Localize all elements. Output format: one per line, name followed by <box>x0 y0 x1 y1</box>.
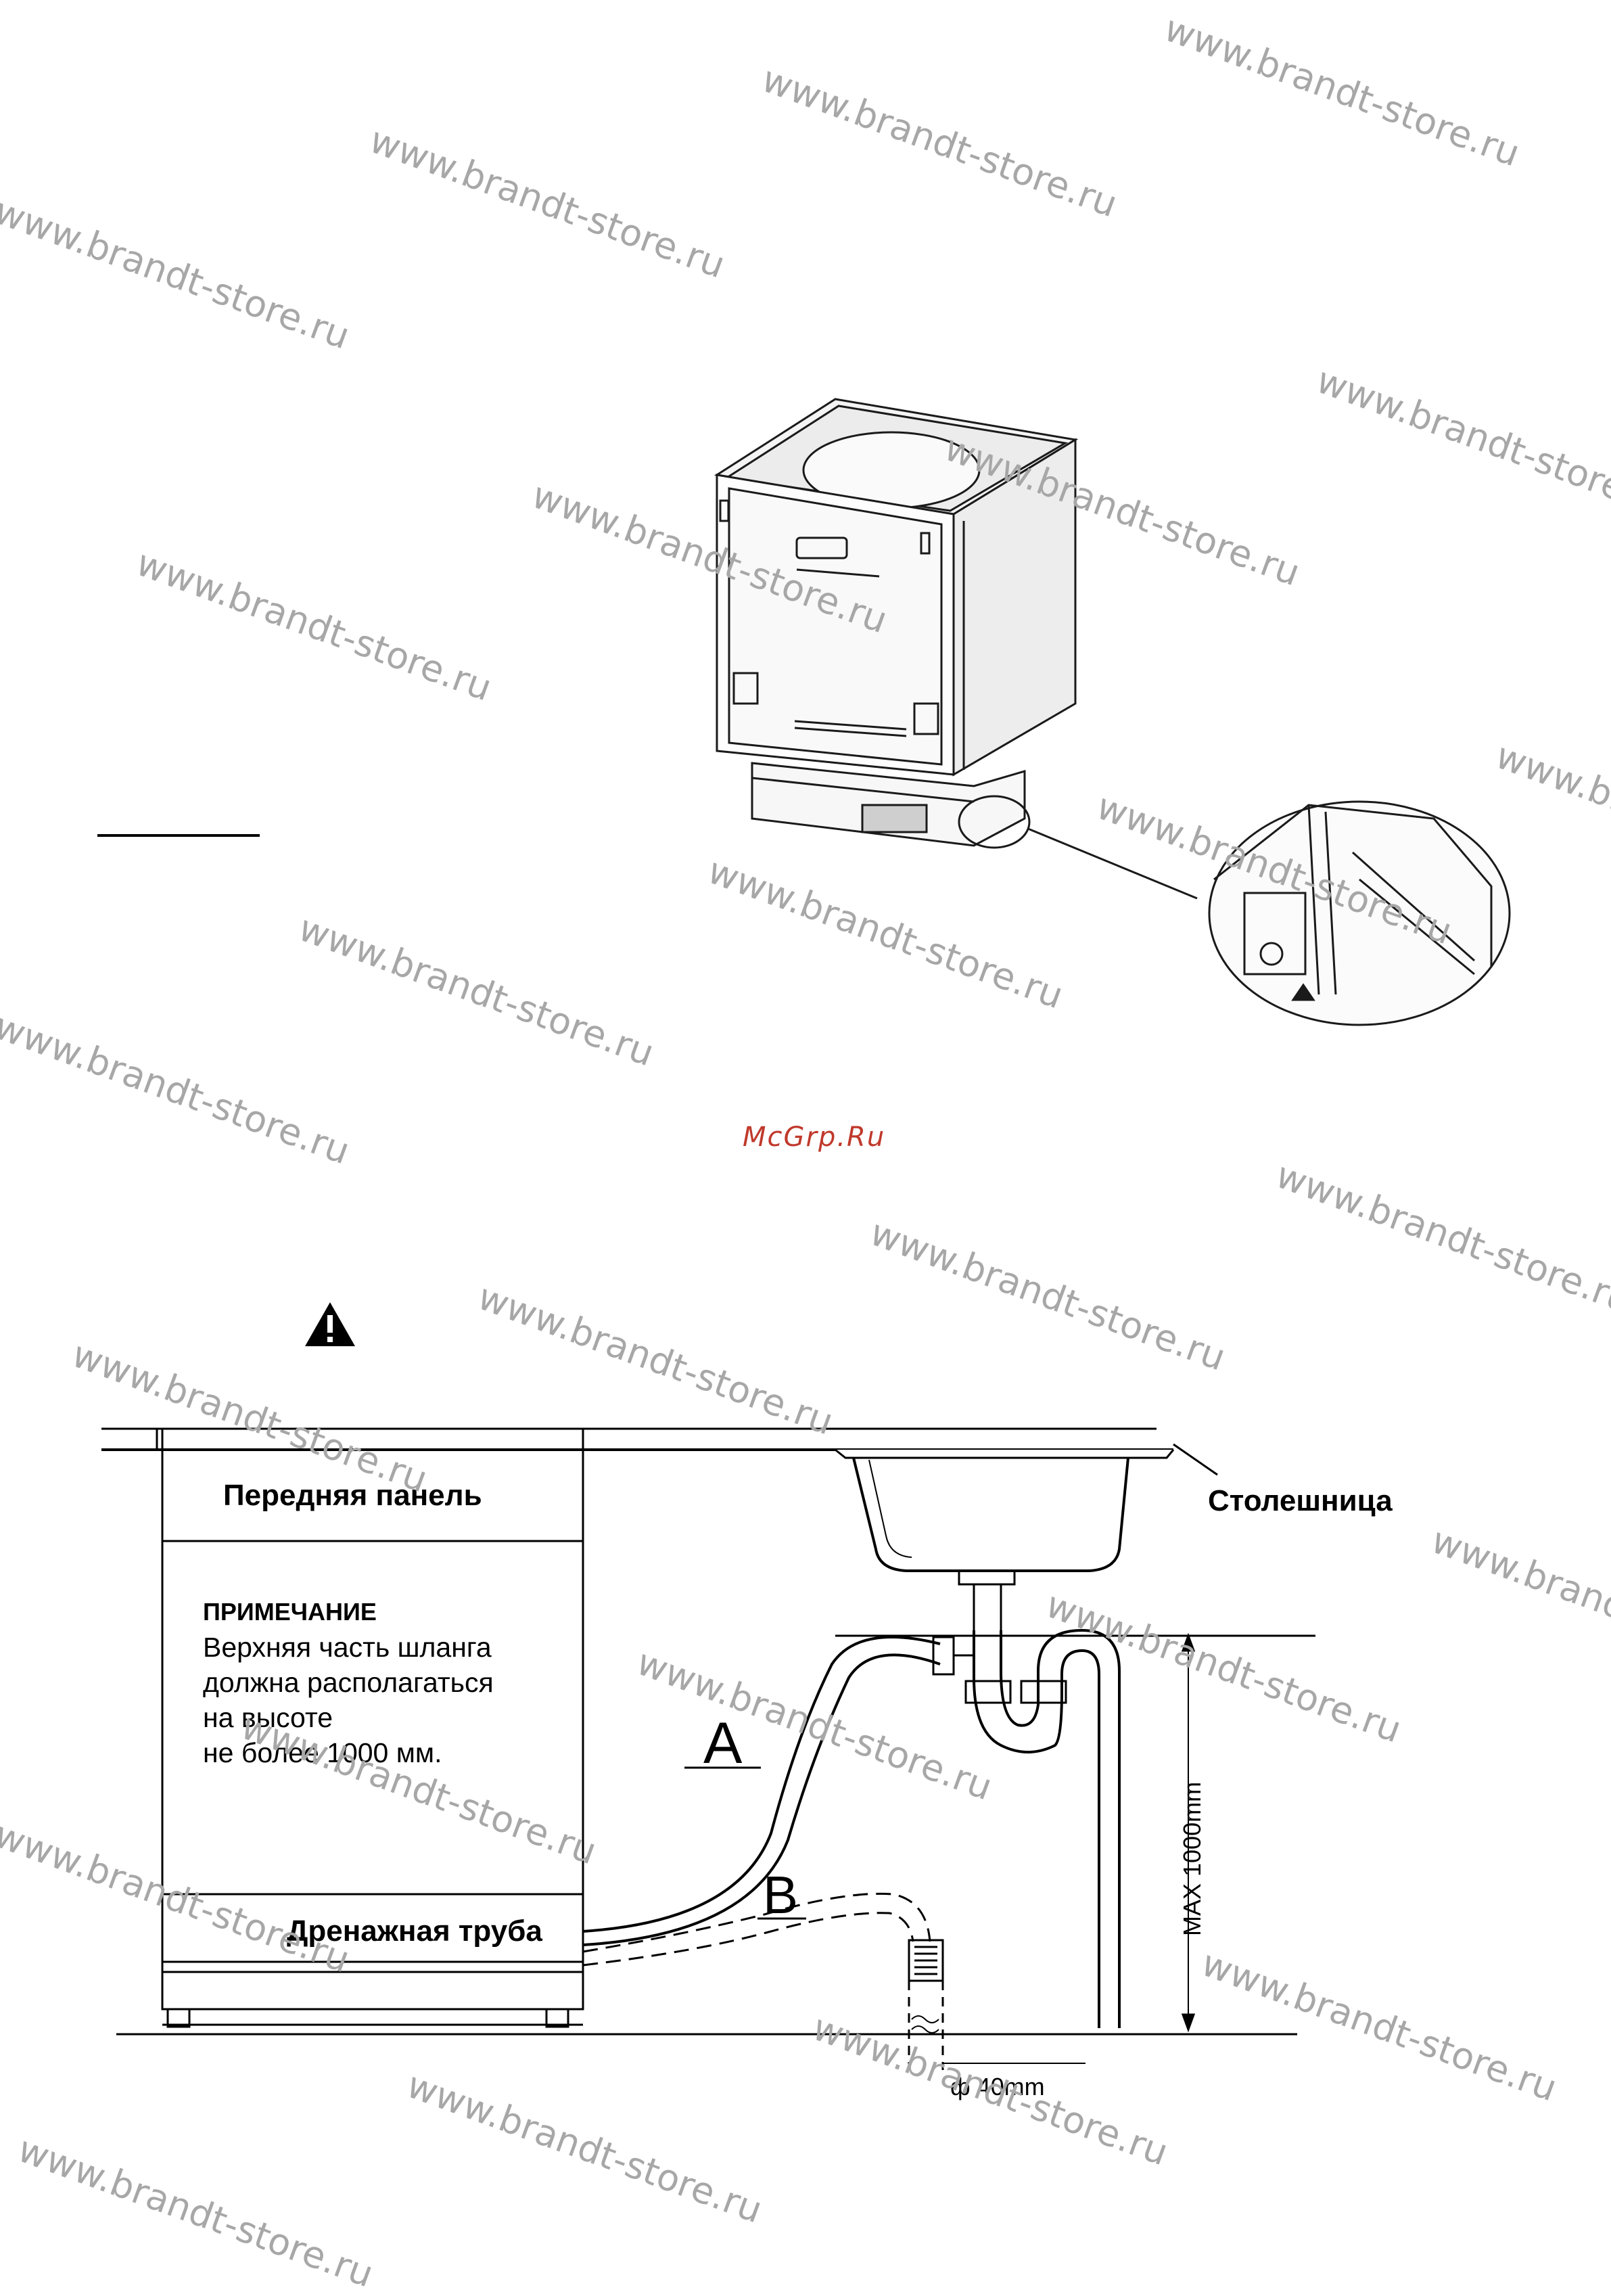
note-line-2: должна располагаться <box>203 1667 494 1698</box>
mcgrp-mark: McGrp.Ru <box>743 1122 886 1153</box>
diameter-label: ф 40mm <box>950 2073 1045 2100</box>
note-line-4: не более 1000 мм. <box>203 1737 442 1768</box>
heading-underline <box>97 834 260 837</box>
note-line-1: Верхняя часть шланга <box>203 1632 492 1663</box>
front-panel-label: Передняя панель <box>223 1479 482 1512</box>
drain-pipe-label: Дренажная труба <box>287 1914 542 1948</box>
note-title: ПРИМЕЧАНИЕ <box>203 1598 377 1626</box>
warning-triangle-icon <box>305 1302 355 1346</box>
max-height-label: MAX 1000mm <box>1178 1781 1206 1936</box>
countertop-label: Столешница <box>1208 1484 1393 1517</box>
hose-b-label: B <box>763 1865 799 1925</box>
note-line-3: на высоте <box>203 1702 333 1733</box>
dishwasher-illustration <box>714 398 1511 1026</box>
hose-a-label: A <box>703 1711 743 1776</box>
